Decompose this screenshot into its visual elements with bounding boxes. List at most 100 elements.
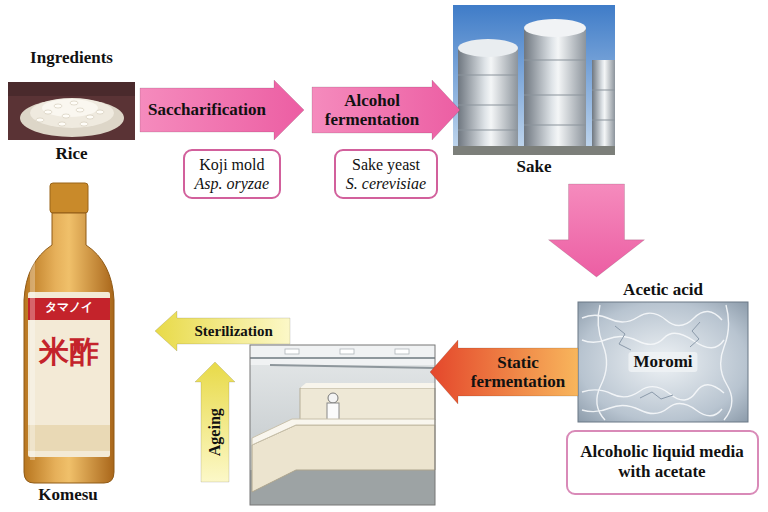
photo-node: IngredientsRice [6, 48, 137, 166]
factory-photo-part [328, 393, 338, 403]
photo-node: Acetic acidMoromi [578, 280, 748, 422]
rice-photo-part-part [80, 122, 88, 126]
factory-photo-part-part [340, 349, 354, 354]
factory-photo-part [285, 349, 409, 354]
factory-photo-part [252, 419, 435, 445]
moromi-photo-part-part [640, 392, 673, 399]
sake-tank-photo-part [592, 60, 615, 148]
factory-photo-part-part [270, 365, 435, 368]
sake-tank-photo-part-part [458, 130, 518, 131]
box-title: Alcoholic liquid media with acetate [580, 442, 745, 483]
rice-photo-part [42, 99, 98, 117]
factory-photo-part [250, 345, 435, 505]
step-label: Sterilization [195, 323, 273, 340]
vinegar-bottle [24, 183, 114, 483]
sake-tank-photo-part [458, 60, 615, 130]
agent-box: Sake yeastS. cerevisiae [334, 149, 438, 199]
flow-arrow [549, 184, 645, 277]
factory-photo-part [250, 345, 435, 505]
factory-photo-part-part [250, 357, 435, 359]
arrow-outline [195, 362, 235, 482]
vinegar-bottle-part [50, 183, 88, 213]
rice-photo-part-part [36, 118, 44, 122]
box-title: Sake yeast [346, 155, 426, 174]
sake-tank-photo-part [524, 19, 586, 37]
step-label: Static fermentation [466, 353, 570, 392]
moromi-photo-part-part [597, 305, 607, 420]
caption-text: Sake [517, 157, 552, 177]
sake-tank-photo-part-part [458, 75, 518, 76]
photo-label: Moromi [628, 352, 697, 372]
process-arrow: Sterilization [155, 311, 290, 351]
factory-photo [250, 345, 435, 505]
rice-photo-part [36, 101, 104, 126]
arrow-shape [430, 340, 578, 404]
process-arrow: Alcohol fermentation [312, 80, 460, 140]
factory-photo-part [250, 345, 435, 365]
sake-tank-photo-part-part [458, 105, 518, 106]
arrow-outline [140, 80, 304, 140]
vinegar-bottle-part [24, 213, 114, 483]
process-arrow: Ageing [195, 362, 235, 482]
arrow-outline [430, 340, 578, 404]
vinegar-bottle-part [28, 425, 110, 451]
rice-photo-part-part [62, 114, 70, 118]
moromi-photo-part [615, 322, 700, 399]
moromi-photo-part-part [615, 326, 631, 350]
moromi-photo-part-part [582, 403, 722, 415]
factory-photo-part [252, 425, 435, 492]
arrow-outline [155, 311, 290, 351]
rice-photo-part [8, 82, 135, 140]
agent-box: Koji moldAsp. oryzae [183, 149, 282, 199]
brand-label: タマノイ [28, 300, 110, 314]
moromi-photo-part-part [690, 322, 700, 347]
rice-photo-part-part [86, 115, 94, 119]
process-arrow: Static fermentation [430, 340, 578, 404]
rice-photo-part-part [76, 108, 84, 112]
box-subtitle: Asp. oryzae [195, 174, 270, 193]
arrow-outline [312, 80, 460, 140]
rice-photo-part [30, 98, 114, 128]
product-label: 米酢 [28, 334, 110, 370]
rice-photo-part-part [58, 122, 66, 126]
rice-photo-part-part [96, 110, 104, 114]
process-arrow: Saccharification [140, 80, 304, 140]
sake-tank-photo-part [458, 48, 518, 148]
rice-photo-part [20, 99, 124, 137]
sake-tank-photo-part-part [592, 120, 615, 121]
vinegar-bottle-part [28, 298, 110, 320]
rice-photo-part-part [70, 101, 78, 105]
moromi-photo [578, 302, 748, 422]
caption-text: Rice [55, 144, 87, 164]
photo-node: Sake [453, 5, 615, 181]
factory-photo-part-part [285, 349, 299, 354]
moromi-photo-part-part [721, 305, 732, 420]
heading-text: Ingredients [30, 48, 113, 68]
vinegar-bottle-part [28, 292, 110, 457]
vinegar-bottle-part [30, 260, 35, 460]
rice-photo [8, 82, 135, 140]
sake-tank-photo-part [524, 28, 586, 148]
sake-tank-photo-part-part [524, 95, 586, 96]
sake-tank-photo-part [458, 39, 518, 57]
factory-photo-part [300, 383, 435, 388]
sake-tank-photo-part-part [592, 90, 615, 91]
rice-photo-part [8, 82, 135, 96]
rice-photo-part-part [44, 110, 52, 114]
caption-text: Komesu [38, 485, 98, 505]
factory-photo-part [300, 388, 435, 420]
moromi-photo-part [578, 302, 748, 422]
sake-tank-photo-part-part [524, 125, 586, 126]
medium-box: Alcoholic liquid media with acetate [566, 430, 759, 495]
box-title: Koji mold [195, 155, 270, 174]
rice-photo-part-part [54, 104, 62, 108]
sake-tank-photo-part-part [524, 60, 586, 61]
step-label: Alcohol fermentation [320, 91, 424, 130]
factory-photo-part [250, 358, 435, 368]
sake-tank-photo-part [453, 146, 615, 155]
arrow-shape [312, 80, 460, 140]
factory-photo-part-part [395, 349, 409, 354]
